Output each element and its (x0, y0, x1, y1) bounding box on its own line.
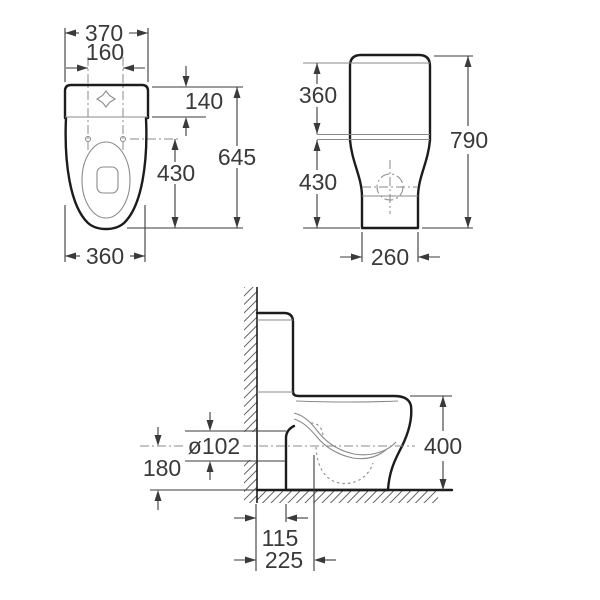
flush-button-icon (95, 90, 117, 108)
dim-seat-height-label: 400 (424, 433, 462, 459)
dim-overall-depth-label: 645 (218, 144, 256, 170)
plan-view: 370 160 140 645 (63, 20, 256, 269)
dim-outlet-diameter-label: ø102 (188, 433, 240, 459)
dim-wall-to-outlet: 115 (234, 504, 308, 571)
dim-seat-height: 400 (410, 395, 462, 490)
dim-outlet-centre-height-label: 180 (143, 455, 181, 481)
plan-bowl-outline (64, 116, 148, 231)
plan-seat-opening (81, 141, 131, 219)
dim-tank-height: 360 (299, 63, 337, 134)
dim-base-width-label: 260 (371, 244, 409, 270)
dim-bowl-height: 430 (299, 140, 360, 229)
hinge-hole-left (84, 135, 92, 143)
side-seat-line (295, 400, 399, 403)
side-bowl-inner-line-1 (293, 412, 397, 456)
dim-overall-height: 790 (422, 55, 488, 229)
side-view: ø102 180 400 115 (140, 287, 462, 573)
dim-wall-to-outlet-centre-label: 225 (265, 547, 303, 573)
dim-hinge-spacing-label: 160 (86, 39, 124, 65)
dim-hinge-spacing: 160 (66, 39, 145, 72)
dim-tank-height-label: 360 (299, 82, 337, 108)
dim-overall-width: 370 (64, 20, 149, 82)
plan-tank-outline (63, 83, 150, 120)
dim-overall-depth: 645 (127, 87, 256, 229)
dim-hinge-to-front: 430 (157, 139, 195, 228)
dim-tank-depth: 140 (152, 66, 243, 136)
dim-hinge-to-front-label: 430 (157, 160, 195, 186)
hinge-hole-right (119, 135, 127, 143)
dim-base-width: 260 (340, 232, 440, 270)
dim-overall-height-label: 790 (450, 127, 488, 153)
hidden-trap-line-1 (310, 422, 324, 438)
side-bowl-inner-line-2 (293, 418, 388, 460)
dim-bowl-width-label: 360 (86, 243, 124, 269)
floor-hatching (257, 491, 438, 503)
dim-bowl-height-label: 430 (299, 169, 337, 195)
dim-tank-depth-label: 140 (185, 88, 223, 114)
front-view: 360 430 790 260 (299, 53, 488, 270)
plan-drain-shape (96, 166, 119, 194)
dim-overall-width-label: 370 (85, 20, 123, 46)
side-silhouette (255, 311, 413, 492)
dim-outlet-diameter: ø102 (185, 412, 286, 480)
dim-wall-to-outlet-label: 115 (262, 525, 299, 551)
dim-bowl-width: 360 (64, 205, 146, 269)
dim-wall-to-outlet-centre: 225 (234, 547, 336, 573)
dim-outlet-centre-height: 180 (143, 427, 256, 510)
hidden-trap-line-2 (315, 446, 374, 485)
